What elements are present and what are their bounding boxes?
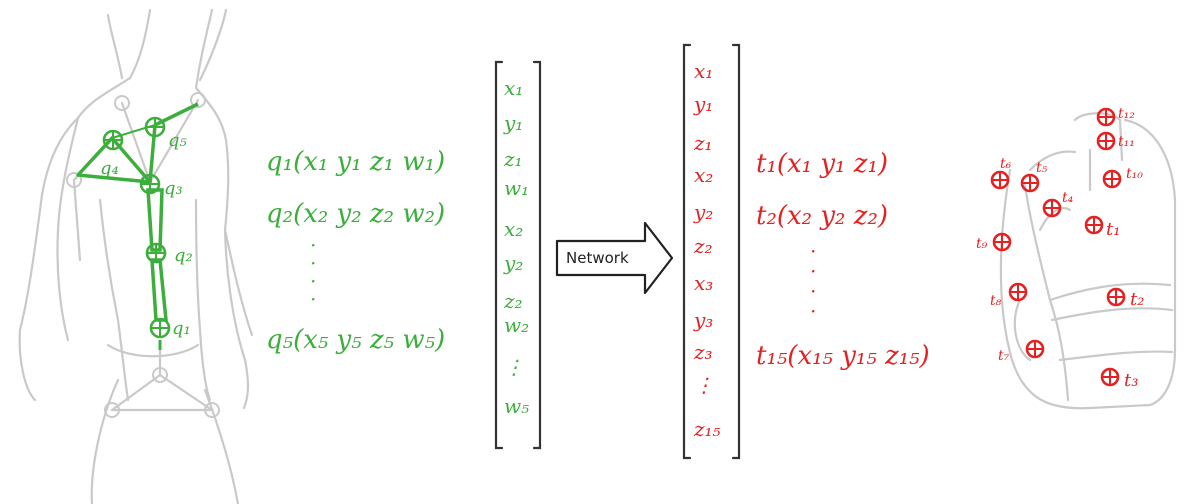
- output-vector-item: z₁: [693, 131, 713, 155]
- body-joint-labels: q₁ q₂ q₃ q₄ q₅: [100, 130, 193, 339]
- backpack-point-t5-icon: [1020, 173, 1040, 193]
- input-vector-item: z₁: [503, 147, 523, 171]
- output-vector-item: x₃: [694, 271, 713, 295]
- label-q5: q₅: [168, 130, 187, 151]
- label-t1: t₁: [1106, 219, 1120, 240]
- input-vector-item: w₅: [504, 394, 529, 418]
- backpack-point-t4-icon: [1042, 198, 1062, 218]
- output-vector-item: x₁: [694, 59, 713, 83]
- output-vector: x₁ y₁ z₁ x₂ y₂ z₂ x₃ y₃ z₃ ⋮ z₁₅: [693, 59, 721, 441]
- quaternion-dot-1: ·: [310, 233, 316, 257]
- label-t4: t₄: [1062, 190, 1074, 206]
- translation-t1: t₁(x₁ y₁ z₁): [756, 149, 888, 179]
- input-vector-item: y₂: [503, 251, 523, 275]
- output-vector-item: x₂: [694, 163, 713, 187]
- label-t5: t₅: [1036, 160, 1048, 176]
- translation-list: t₁(x₁ y₁ z₁) t₂(x₂ y₂ z₂) t₁₅(x₁₅ y₁₅ z₁…: [756, 149, 930, 371]
- label-t7: t₇: [998, 348, 1010, 364]
- label-t11: t₁₁: [1118, 134, 1135, 150]
- backpack-point-t8-icon: [1008, 282, 1028, 302]
- backpack-point-labels: t₁ t₂ t₃ t₄ t₅ t₆ t₇ t₈ t₉ t₁₀ t₁₁ t₁₂: [976, 106, 1144, 391]
- output-vector-item: z₁₅: [693, 417, 721, 441]
- backpack-points: [990, 107, 1126, 387]
- input-vector-brackets: [494, 60, 542, 450]
- input-vector-item: ⋮: [504, 355, 524, 379]
- backpack-point-t2-icon: [1106, 287, 1126, 307]
- quaternion-skeleton: [76, 102, 199, 350]
- label-t12: t₁₂: [1118, 106, 1135, 122]
- quaternion-q1: q₁(x₁ y₁ z₁ w₁): [266, 147, 445, 177]
- label-t2: t₂: [1130, 289, 1144, 310]
- label-t3: t₃: [1124, 370, 1138, 391]
- label-q1: q₁: [172, 318, 191, 339]
- backpack-point-t10-icon: [1102, 169, 1122, 189]
- translation-dot-3: ·: [810, 279, 816, 303]
- input-vector-item: y₁: [503, 111, 523, 135]
- label-q4: q₄: [100, 158, 119, 179]
- backpack-point-t6-icon: [990, 170, 1010, 190]
- joint-q5-icon: [144, 116, 166, 138]
- translation-dot-4: ·: [810, 299, 816, 323]
- label-t6: t₆: [1000, 156, 1012, 172]
- output-vector-brackets: [682, 43, 741, 460]
- joint-q3-icon: [139, 173, 161, 195]
- output-vector-item: y₃: [693, 308, 713, 332]
- label-q3: q₃: [164, 178, 183, 199]
- input-vector-item: w₂: [504, 313, 529, 337]
- joint-q4-icon: [102, 129, 124, 151]
- quaternion-dot-4: ·: [310, 287, 316, 311]
- translation-t15: t₁₅(x₁₅ y₁₅ z₁₅): [756, 341, 930, 371]
- label-t10: t₁₀: [1126, 166, 1143, 182]
- quaternion-list: q₁(x₁ y₁ z₁ w₁) q₂(x₂ y₂ z₂ w₂) q₅(x₅ y₅…: [266, 147, 445, 355]
- network-label: Network: [566, 249, 629, 267]
- backpack-point-t7-icon: [1025, 339, 1045, 359]
- output-vector-item: ⋮: [694, 373, 714, 397]
- label-q2: q₂: [174, 245, 193, 266]
- output-vector-item: z₃: [693, 340, 713, 364]
- translation-dot-2: ·: [810, 259, 816, 283]
- quaternion-q5: q₅(x₅ y₅ z₅ w₅): [266, 325, 445, 355]
- quaternion-dot-2: ·: [310, 251, 316, 275]
- backpack-point-t12-icon: [1096, 107, 1116, 127]
- network-arrow: Network: [555, 221, 674, 295]
- input-vector-item: w₁: [504, 176, 529, 200]
- quaternion-q2: q₂(x₂ y₂ z₂ w₂): [266, 199, 445, 229]
- output-vector-item: y₂: [693, 200, 713, 224]
- translation-dot-1: ·: [810, 239, 816, 263]
- joint-q2-icon: [145, 242, 167, 264]
- output-vector-item: y₁: [693, 92, 713, 116]
- translation-t2: t₂(x₂ y₂ z₂): [756, 201, 888, 231]
- joint-q1-icon: [149, 317, 171, 339]
- backpack-point-t11-icon: [1096, 131, 1116, 151]
- backpack-point-t1-icon: [1084, 215, 1104, 235]
- body-sketch: [18, 8, 254, 504]
- backpack-point-t9-icon: [992, 232, 1012, 252]
- backpack-sketch: [999, 112, 1177, 410]
- backpack-point-t3-icon: [1100, 367, 1120, 387]
- quaternion-dot-3: ·: [310, 269, 316, 293]
- input-vector-item: x₁: [504, 76, 523, 100]
- label-t9: t₉: [976, 236, 988, 252]
- input-vector-item: x₂: [504, 217, 523, 241]
- input-vector-item: z₂: [503, 289, 523, 313]
- output-vector-item: z₂: [693, 234, 713, 258]
- label-t8: t₈: [990, 293, 1002, 309]
